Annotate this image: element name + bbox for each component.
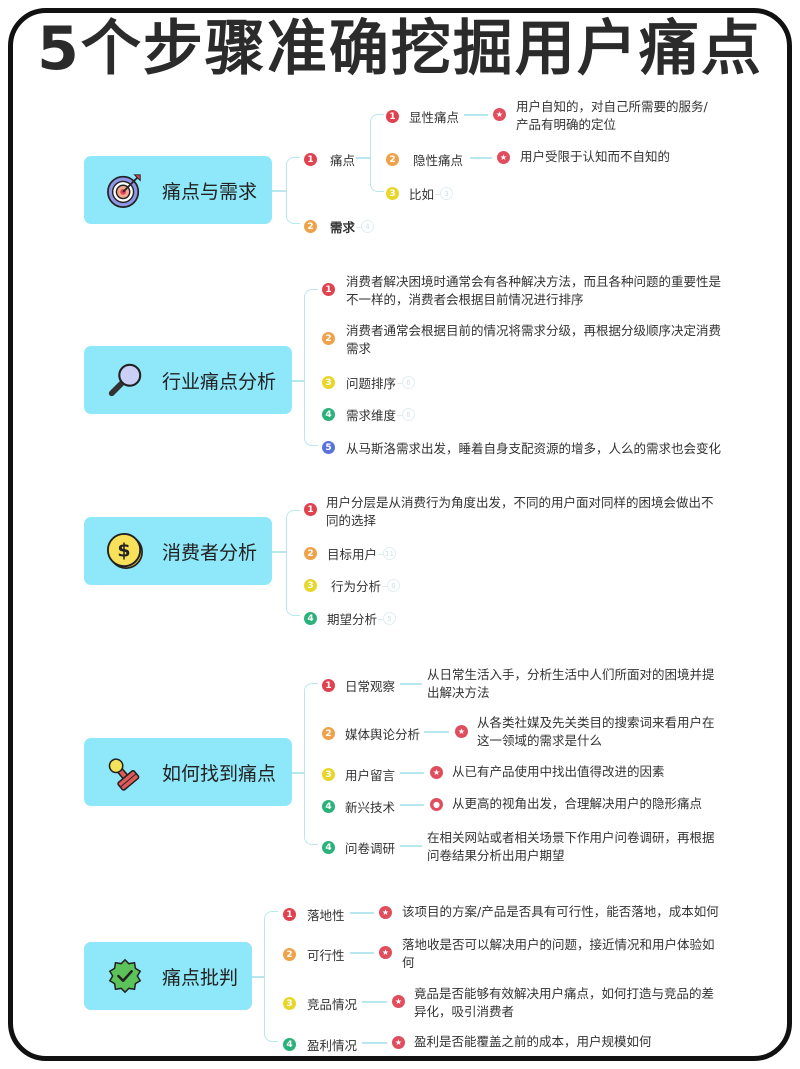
root-node-consumer-analysis[interactable]: $ 消费者分析 — [84, 517, 272, 585]
connector — [304, 289, 318, 446]
star-icon: ★ — [379, 946, 392, 959]
node-behavior-analysis[interactable]: 3 行为分析 8 — [304, 576, 401, 595]
note-media-analysis: 从各类社媒及先关类目的搜索词来看用户在 这一领域的需求是什么 — [477, 715, 715, 748]
connector — [292, 772, 304, 774]
root-node-how-to-find[interactable]: 如何找到痛点 — [84, 738, 292, 806]
root-node-pain-critique[interactable]: 痛点批判 — [84, 942, 252, 1010]
node-industry-1[interactable]: 1 — [322, 283, 335, 296]
collapsed-count-badge[interactable]: 5 — [378, 612, 397, 625]
node-profitability[interactable]: 4 盈利情况 — [283, 1035, 357, 1054]
note-daily-observation: 从日常生活入手，分析生活中人们所面对的困境并提 出解决方法 — [427, 667, 715, 700]
note-viability: 落地收是否可以解决用户的问题，接近情况和用户体验如 何 — [402, 937, 715, 970]
note-industry-2: 消费者通常会根据目前的情况将需求分级，再根据分级顺序决定消费 需求 — [346, 323, 722, 356]
node-survey[interactable]: 4 问卷调研 — [322, 838, 395, 857]
connector — [252, 976, 264, 978]
node-daily-observation[interactable]: 1 日常观察 — [322, 676, 395, 695]
connector — [304, 683, 318, 845]
connector — [286, 510, 300, 616]
node-expectation-analysis[interactable]: 4 期望分析 5 — [304, 609, 397, 628]
node-user-comments[interactable]: 3 用户留言 — [322, 765, 395, 784]
stamp-icon — [108, 758, 140, 791]
node-problem-ranking[interactable]: 3 问题排序 6 — [322, 373, 416, 392]
connector — [264, 911, 278, 1042]
root-node-industry-analysis[interactable]: 行业痛点分析 — [84, 346, 292, 414]
connector — [470, 157, 492, 159]
star-icon: ★ — [379, 906, 392, 919]
note-user-comments: 从已有产品使用中找出值得改进的因素 — [452, 764, 665, 779]
note-industry-1: 消费者解决困境时通常会有各种解决方法，而且各种问题的重要性是 不一样的，消费者会… — [346, 274, 722, 307]
collapsed-count-badge[interactable]: 4 — [356, 220, 375, 233]
connector — [362, 1042, 387, 1044]
node-media-analysis[interactable]: 2 媒体舆论分析 — [322, 724, 420, 743]
person-icon: ● — [430, 798, 443, 811]
star-icon: ★ — [497, 151, 510, 164]
connector — [400, 845, 422, 847]
connector — [400, 683, 422, 685]
node-feasibility-landing[interactable]: 1 落地性 — [283, 905, 345, 924]
star-icon: ★ — [392, 1036, 405, 1049]
node-maslow[interactable]: 5 从马斯洛需求出发，睡着自身支配资源的增多，人么的需求也会变化 — [322, 438, 721, 457]
note-survey: 在相关网站或者相关场景下作用户问卷调研，再根据 问卷结果分析出用户期望 — [427, 830, 715, 863]
connector — [350, 952, 374, 954]
note-consumer-1: 用户分层是从消费行为角度出发，不同的用户面对同样的困境会做出不 同的选择 — [326, 495, 714, 528]
note-competitors: 竟品是否能够有效解决用户痛点，如何打造与竞品的差 异化，吸引消费者 — [414, 986, 715, 1019]
number-badge-1: 1 — [304, 153, 317, 166]
star-icon: ★ — [455, 725, 468, 738]
collapsed-count-badge[interactable]: 8 — [397, 408, 416, 421]
node-pain-point[interactable]: 1 痛点 — [304, 150, 355, 169]
verified-badge-icon — [108, 958, 142, 994]
collapsed-count-badge[interactable]: 6 — [397, 376, 416, 389]
root-label: 痛点与需求 — [162, 180, 258, 203]
page-title: 5个步骤准确挖掘用户痛点 — [37, 14, 763, 84]
target-icon — [107, 174, 141, 208]
node-target-users[interactable]: 2 目标用户 11 — [304, 544, 397, 563]
node-implicit-pain[interactable]: 2 隐性痛点 — [386, 150, 463, 169]
star-icon: ★ — [392, 995, 405, 1008]
node-explicit-pain[interactable]: 1 显性痛点 — [386, 107, 459, 126]
connector — [272, 551, 286, 553]
connector — [350, 912, 374, 914]
collapsed-count-badge[interactable]: 8 — [382, 579, 401, 592]
connector — [370, 114, 384, 192]
connector — [292, 380, 304, 382]
connector — [424, 731, 449, 733]
node-demand[interactable]: 2 需求 4 — [304, 217, 375, 236]
star-icon: ★ — [430, 766, 443, 779]
node-demand-dimension[interactable]: 4 需求维度 8 — [322, 405, 416, 424]
magnifier-icon — [108, 363, 142, 397]
node-emerging-tech[interactable]: 4 新兴技术 — [322, 797, 395, 816]
note-implicit-pain: 用户受限于认知而不自知的 — [520, 149, 671, 164]
root-node-pain-and-demand[interactable]: 痛点与需求 — [84, 156, 272, 224]
star-icon: ★ — [493, 108, 506, 121]
connector — [400, 804, 424, 806]
collapsed-count-badge[interactable]: 3 — [435, 187, 454, 200]
connector — [400, 772, 424, 774]
note-profitability: 盈利是否能覆盖之前的成本，用户规模如何 — [414, 1034, 652, 1049]
note-feasibility-landing: 该项目的方案/产品是否具有可行性，能否落地，成本如何 — [402, 904, 719, 919]
node-viability[interactable]: 2 可行性 — [283, 945, 345, 964]
node-industry-2[interactable]: 2 — [322, 332, 335, 345]
connector — [464, 114, 488, 116]
connector — [356, 157, 370, 159]
node-example[interactable]: 3 比如 3 — [386, 184, 454, 203]
connector — [272, 190, 286, 192]
node-consumer-1[interactable]: 1 — [304, 503, 317, 516]
collapsed-count-badge[interactable]: 11 — [378, 547, 397, 560]
connector — [362, 1001, 387, 1003]
note-explicit-pain: 用户自知的，对自己所需要的服务/ 产品有明确的定位 — [516, 99, 708, 132]
note-emerging-tech: 从更高的视角出发，合理解决用户的隐形痛点 — [452, 796, 703, 811]
dollar-coin-icon: $ — [106, 532, 143, 569]
svg-text:$: $ — [117, 540, 130, 562]
connector — [286, 157, 300, 224]
node-competitors[interactable]: 3 竞品情况 — [283, 994, 357, 1013]
